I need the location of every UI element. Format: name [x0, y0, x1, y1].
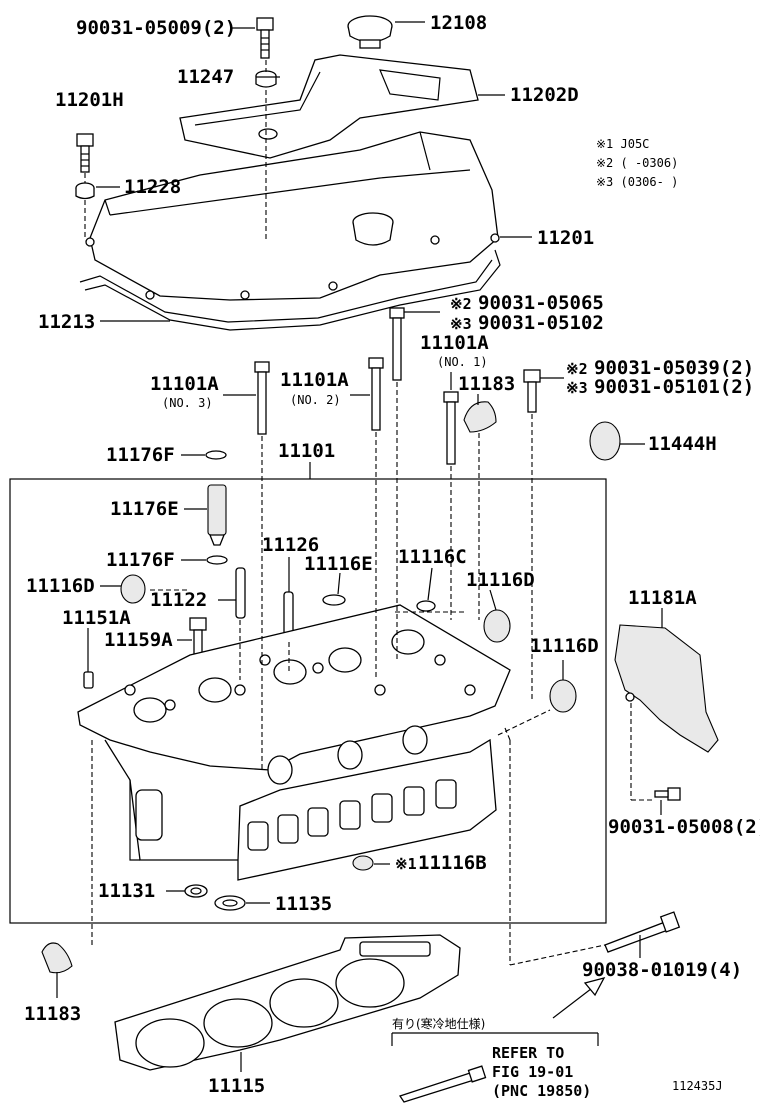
label-11201: 11201 — [537, 227, 594, 249]
label-90031-05065: 90031-05065 — [478, 292, 604, 314]
label-11101A-no3: 11101A — [150, 373, 219, 395]
reference-arrow — [552, 976, 606, 1019]
head-bolt-no2-drawing — [368, 357, 384, 431]
bolt-90031-05008-drawing — [654, 787, 681, 801]
o-ring-11176F-top-drawing — [205, 450, 227, 460]
mark-1-plug: ※1 — [395, 855, 417, 873]
mark-2-bolt: ※2 — [566, 360, 588, 378]
seal-washer-11247-drawing — [255, 70, 277, 88]
mark-3-bolt: ※3 — [566, 379, 588, 397]
reference-line-2: FIG 19-01 — [492, 1063, 573, 1081]
tube-11176E-drawing — [207, 484, 227, 546]
diagram-id: 112435J — [672, 1079, 723, 1093]
label-11122: 11122 — [150, 589, 207, 611]
seal-11135-drawing — [214, 895, 246, 911]
pin-11122-drawing — [235, 567, 246, 619]
plug-11183-bottom-drawing — [41, 942, 73, 974]
timing-cover-11181A-drawing — [614, 624, 719, 753]
label-11183-top: 11183 — [458, 373, 515, 395]
plug-11116D-right2-drawing — [549, 679, 577, 713]
label-11131: 11131 — [98, 880, 155, 902]
sublabel-no3: (NO. 3) — [162, 396, 213, 410]
sublabel-no1: (NO. 1) — [437, 355, 488, 369]
plug-11116B-drawing — [352, 855, 374, 871]
reference-line-1: REFER TO — [492, 1044, 564, 1062]
valve-cover-11201-drawing — [85, 131, 500, 301]
note-line-1: ※1 J05C — [596, 137, 649, 151]
label-90031-05008: 90031-05008(2) — [608, 816, 760, 838]
label-11202D: 11202D — [510, 84, 579, 106]
reference-jp-note: 有り(寒冷地仕様) — [392, 1016, 485, 1031]
cover-plate-11202D-drawing — [179, 54, 479, 159]
label-90031-05039: 90031-05039(2) — [594, 357, 754, 379]
label-11176F-top: 11176F — [106, 444, 175, 466]
bolt-90031-05039-drawing — [523, 369, 541, 413]
label-11116E: 11116E — [304, 553, 373, 575]
reference-block: 有り(寒冷地仕様) REFER TO FIG 19-01 (PNC 19850) — [392, 1016, 591, 1100]
label-11176E: 11176E — [110, 498, 179, 520]
head-bolt-90031-05065-drawing — [389, 307, 405, 381]
label-11101A-no2: 11101A — [280, 369, 349, 391]
label-11228: 11228 — [124, 176, 181, 198]
label-90031-05102: 90031-05102 — [478, 312, 604, 334]
label-11101: 11101 — [278, 440, 335, 462]
label-11247: 11247 — [177, 66, 234, 88]
gasket-11213-drawing — [79, 249, 501, 331]
dowel-11151A-drawing — [83, 671, 94, 689]
cylinder-head-11101-drawing — [77, 604, 511, 881]
label-90038-01019: 90038-01019(4) — [582, 959, 742, 981]
label-11176F-mid: 11176F — [106, 549, 175, 571]
mark-3-head-bolt: ※3 — [450, 315, 472, 333]
oil-filler-cap-drawing — [347, 15, 393, 49]
plug-11444H-drawing — [589, 421, 621, 461]
o-ring-11176F-mid-drawing — [206, 555, 228, 565]
label-11201H: 11201H — [55, 89, 124, 111]
label-11116D-right1: 11116D — [466, 569, 535, 591]
reference-line-3: (PNC 19850) — [492, 1082, 591, 1100]
cylinder-head-box — [9, 478, 607, 924]
bolt-90038-01019-drawing — [604, 911, 681, 953]
part-labels: 90031-05009(2) 12108 11247 11202D 11201H… — [24, 12, 760, 1097]
plug-11116D-left-drawing — [120, 574, 146, 604]
plug-11183-top-drawing — [463, 401, 497, 433]
sublabel-no2: (NO. 2) — [290, 393, 341, 407]
label-11183-bottom: 11183 — [24, 1003, 81, 1025]
label-90031-05101: 90031-05101(2) — [594, 376, 754, 398]
label-11444H: 11444H — [648, 433, 717, 455]
glow-plug-drawing — [398, 1065, 487, 1103]
label-12108: 12108 — [430, 12, 487, 34]
ring-11116E-drawing — [322, 594, 346, 606]
ring-11116C-drawing — [416, 600, 436, 612]
note-line-2: ※2 ( -0306) — [596, 156, 678, 170]
label-11126: 11126 — [262, 534, 319, 556]
label-11159A: 11159A — [104, 629, 173, 651]
note-line-3: ※3 (0306- ) — [596, 175, 678, 189]
leader-lines — [56, 21, 663, 1072]
seal-11131-drawing — [184, 884, 208, 898]
bolt-90031-05009-drawing — [256, 17, 274, 59]
stud-11159A-drawing — [189, 617, 207, 657]
dashed-guide-lines — [84, 60, 655, 966]
label-11116D-right2: 11116D — [530, 635, 599, 657]
label-11101A-no1: 11101A — [420, 332, 489, 354]
label-11151A: 11151A — [62, 607, 131, 629]
label-11116C: 11116C — [398, 546, 467, 568]
label-11116D-left: 11116D — [26, 575, 95, 597]
plug-11116D-right1-drawing — [483, 609, 511, 643]
mark-2-head-bolt: ※2 — [450, 295, 472, 313]
head-bolt-no1-drawing — [443, 391, 459, 465]
head-gasket-11115-drawing — [114, 934, 461, 1071]
label-11213: 11213 — [38, 311, 95, 333]
washer-11228-drawing — [75, 182, 95, 200]
label-11115: 11115 — [208, 1075, 265, 1097]
head-bolt-no3-drawing — [254, 361, 270, 435]
applicability-notes: ※1 J05C ※2 ( -0306) ※3 (0306- ) — [596, 137, 678, 189]
bolt-11201H-drawing — [76, 133, 94, 173]
label-11116B: 11116B — [418, 852, 487, 874]
label-90031-05009: 90031-05009(2) — [76, 17, 236, 39]
label-11135: 11135 — [275, 893, 332, 915]
label-11181A: 11181A — [628, 587, 697, 609]
